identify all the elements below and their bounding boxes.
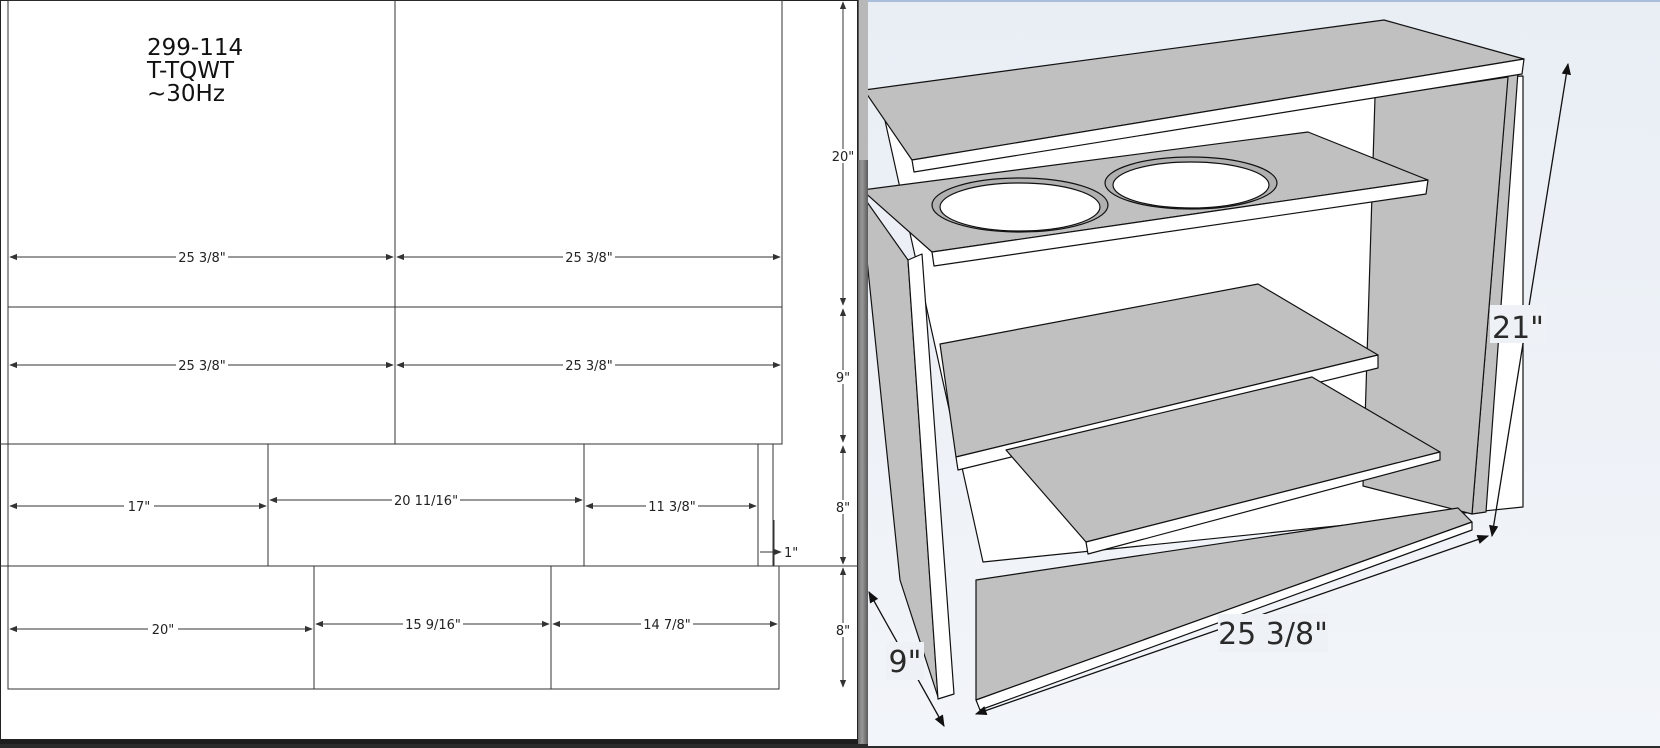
dimension-labels: 25 3/8" 25 3/8" 25 3/8" 25 3/8" 17" 20 1… bbox=[124, 149, 857, 639]
driver-cutout-right-inner bbox=[1112, 161, 1270, 209]
cut-sheet-drawing: 299-114 T-TQWT ~30Hz 25 3/8" bbox=[0, 0, 858, 740]
panel-row3-d bbox=[757, 443, 774, 567]
scrollbar-thumb[interactable] bbox=[858, 0, 869, 160]
dim-height-row3: 8" bbox=[836, 501, 850, 516]
window-frame bbox=[0, 740, 868, 744]
dimension-lines bbox=[9, 1, 847, 688]
row2-panels bbox=[7, 306, 783, 445]
dim-row4-a: 20" bbox=[152, 623, 175, 638]
dim-row2-left: 25 3/8" bbox=[178, 359, 226, 374]
panel-row2-left bbox=[7, 306, 396, 445]
model-width-label: 25 3/8" bbox=[1218, 617, 1328, 652]
cut-sheet-document: 299-114 T-TQWT ~30Hz 25 3/8" bbox=[0, 0, 859, 740]
dim-row3-a: 17" bbox=[128, 500, 151, 515]
dim-height-row4: 8" bbox=[836, 624, 850, 639]
height-dim-line bbox=[1489, 62, 1571, 538]
title-line-3: ~30Hz bbox=[147, 81, 225, 107]
dim-height-row2: 9" bbox=[836, 371, 850, 386]
dim-row3-b: 20 11/16" bbox=[394, 494, 458, 509]
dim-height-row1: 20" bbox=[832, 150, 855, 165]
model-depth-label: 9" bbox=[889, 645, 922, 680]
dim-row1-right: 25 3/8" bbox=[565, 251, 613, 266]
3d-model-viewport[interactable]: 21" 25 3/8" 9" bbox=[859, 0, 1660, 746]
panel-row2-right bbox=[394, 306, 783, 445]
dim-row4-b: 15 9/16" bbox=[405, 618, 461, 633]
title-line-2: T-TQWT bbox=[146, 58, 235, 84]
baffle-edge bbox=[931, 179, 1429, 267]
dim-row4-c: 14 7/8" bbox=[643, 618, 691, 633]
enclosure-3d-model: 21" 25 3/8" 9" bbox=[859, 19, 1571, 728]
dim-row2-right: 25 3/8" bbox=[565, 359, 613, 374]
model-height-label: 21" bbox=[1492, 311, 1544, 346]
row1-panels bbox=[7, 0, 783, 308]
dim-row3-d: 1" bbox=[784, 546, 798, 561]
pane-splitter[interactable] bbox=[858, 0, 868, 744]
dim-row3-c: 11 3/8" bbox=[648, 500, 696, 515]
driver-cutout-left-inner bbox=[939, 182, 1101, 232]
left-side-edge bbox=[907, 253, 955, 700]
title-line-1: 299-114 bbox=[147, 35, 243, 61]
dim-row1-left: 25 3/8" bbox=[178, 251, 226, 266]
